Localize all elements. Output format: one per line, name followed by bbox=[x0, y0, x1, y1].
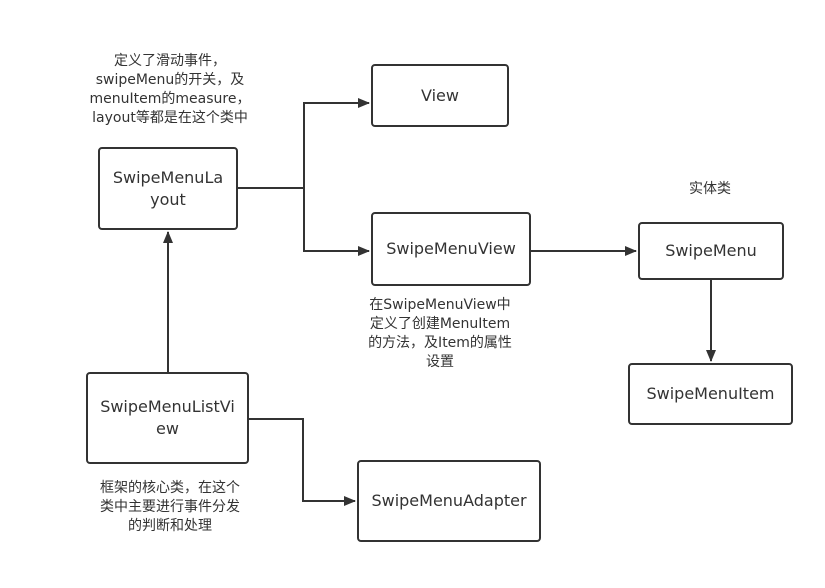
layout-note: 定义了滑动事件， swipeMenu的开关，及 menuItem的measure… bbox=[40, 52, 300, 128]
note-line: 设置 bbox=[426, 354, 454, 370]
note-line: 的方法，及Item的属性 bbox=[368, 335, 512, 351]
note-line: 定义了创建MenuItem bbox=[369, 316, 511, 332]
note-line: 在SwipeMenuView中 bbox=[369, 297, 511, 313]
view-note: 在SwipeMenuView中 定义了创建MenuItem 的方法，及Item的… bbox=[340, 296, 540, 372]
edge-layout-to-view bbox=[237, 98, 370, 189]
note-line: 实体类 bbox=[689, 181, 731, 197]
note-line: 的判断和处理 bbox=[128, 518, 212, 534]
node-swipe-menu-adapter[interactable]: SwipeMenuAdapter bbox=[357, 460, 541, 542]
note-line: menuItem的measure， bbox=[89, 91, 251, 107]
node-swipe-menu-view[interactable]: SwipeMenuView bbox=[371, 212, 531, 286]
note-line: 框架的核心类，在这个 bbox=[100, 480, 240, 496]
note-line: layout等都是在这个类中 bbox=[92, 110, 248, 126]
node-swipe-menu-item[interactable]: SwipeMenuItem bbox=[628, 363, 793, 425]
edge-layout-to-swipemenuview bbox=[303, 188, 370, 256]
listview-note: 框架的核心类，在这个 类中主要进行事件分发 的判断和处理 bbox=[70, 479, 270, 536]
edge-listview-to-adapter bbox=[249, 418, 356, 506]
node-swipe-menu[interactable]: SwipeMenu bbox=[638, 222, 784, 280]
node-swipe-menu-list-view[interactable]: SwipeMenuListVi ew bbox=[86, 372, 249, 464]
entity-note: 实体类 bbox=[660, 180, 760, 199]
note-line: 类中主要进行事件分发 bbox=[100, 499, 240, 515]
note-line: swipeMenu的开关，及 bbox=[95, 72, 245, 88]
note-line: 定义了滑动事件， bbox=[114, 53, 226, 69]
node-view[interactable]: View bbox=[371, 64, 509, 127]
node-swipe-menu-layout[interactable]: SwipeMenuLa yout bbox=[98, 147, 238, 230]
